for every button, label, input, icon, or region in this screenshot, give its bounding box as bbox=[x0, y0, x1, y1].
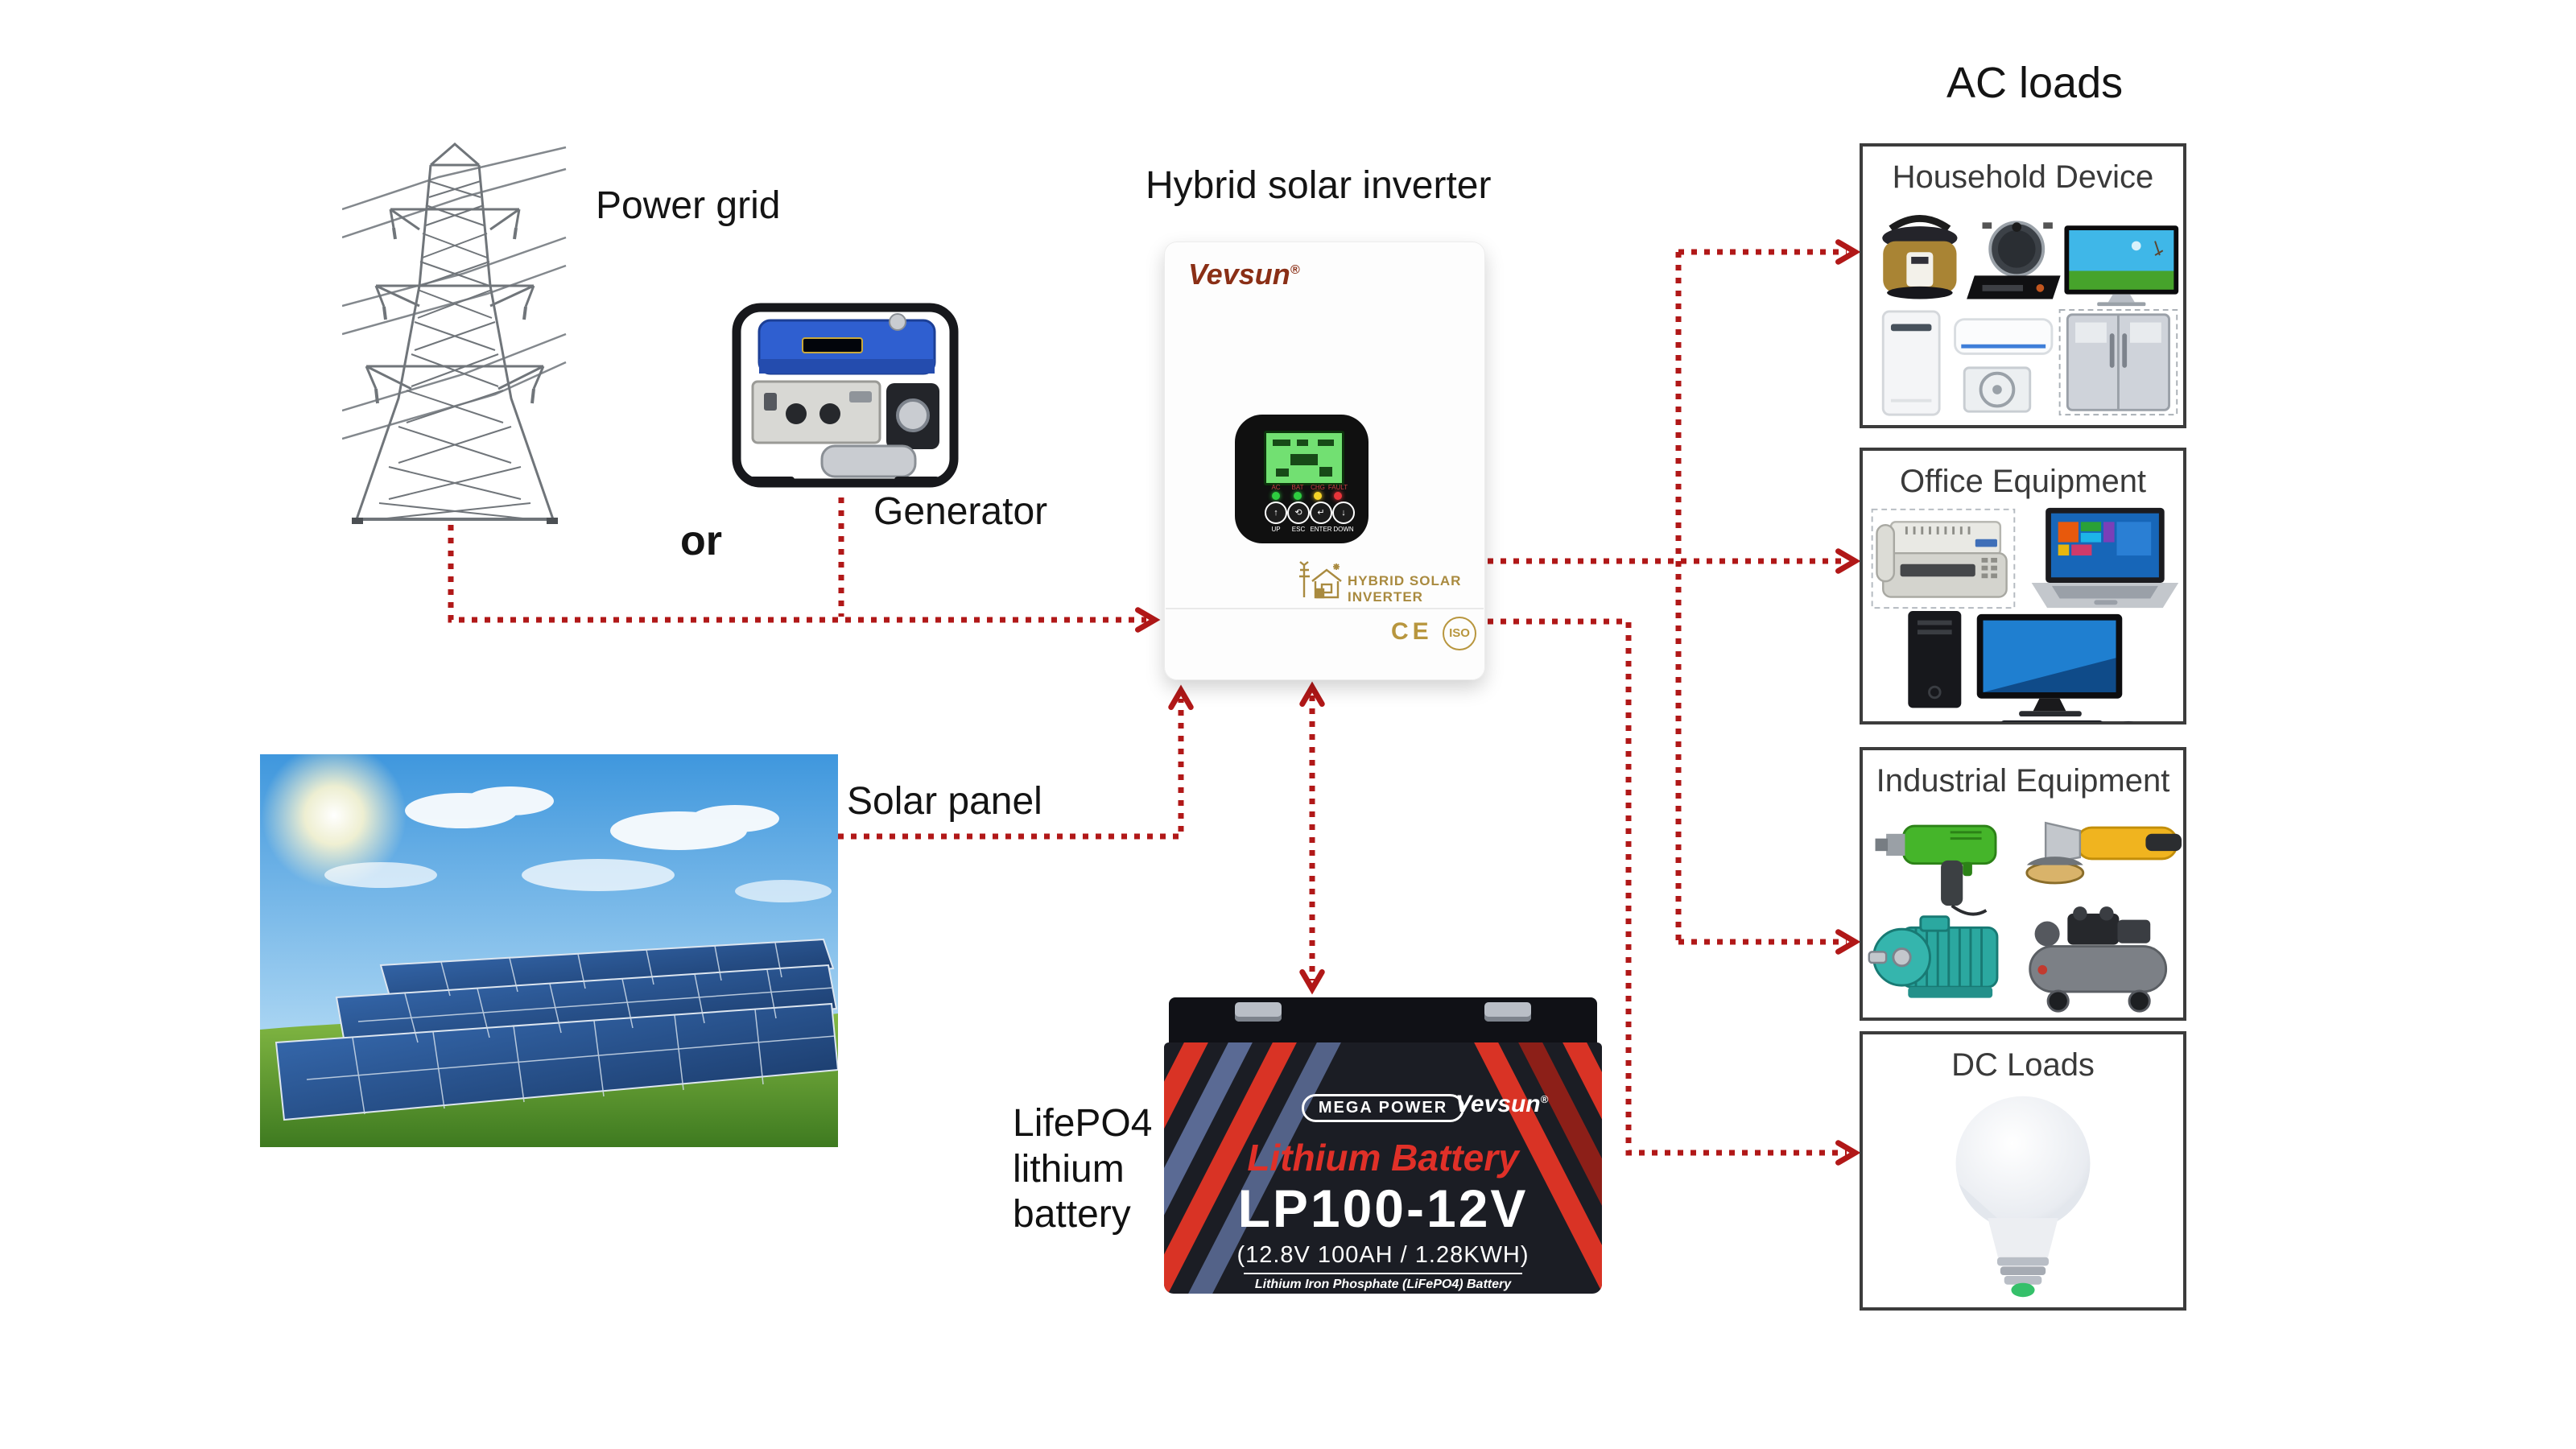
solar-house-icon bbox=[1299, 561, 1342, 599]
split-ac-icon bbox=[1954, 318, 2054, 413]
solar-panel-image bbox=[260, 754, 838, 1147]
dc-loads-title: DC Loads bbox=[1951, 1047, 2095, 1083]
battery-badge: MEGA POWER bbox=[1164, 1094, 1602, 1122]
fridge-icon bbox=[2058, 309, 2178, 416]
angle-grinder-icon bbox=[2025, 821, 2182, 885]
induction-cooker-icon bbox=[1967, 221, 2061, 299]
inverter-lcd-display bbox=[1264, 431, 1344, 485]
battery-lid bbox=[1169, 997, 1597, 1044]
down-button-label: DOWN bbox=[1333, 526, 1354, 533]
battery-product-name: Lithium Battery bbox=[1247, 1137, 1519, 1179]
office-equipment-icons bbox=[1871, 507, 2179, 736]
electric-motor-icon bbox=[1868, 915, 1999, 998]
led-label-bat: BAT bbox=[1291, 484, 1304, 491]
ce-mark: CE bbox=[1391, 618, 1433, 645]
enter-button-label: ENTER bbox=[1310, 526, 1332, 533]
household-device-icons bbox=[1881, 215, 2179, 416]
generator-label: Generator bbox=[873, 490, 1048, 533]
lithium-battery: MEGA POWER Vevsun® Lithium Battery LP100… bbox=[1164, 997, 1602, 1294]
battery-terminal-negative bbox=[1484, 1002, 1531, 1022]
generator-image bbox=[732, 303, 959, 488]
dc-loads-box: DC Loads bbox=[1860, 1031, 2186, 1311]
or-label: or bbox=[680, 518, 722, 564]
desktop-computer-icon bbox=[1908, 611, 2139, 736]
household-device-box: Household Device bbox=[1860, 143, 2186, 428]
industrial-equipment-title: Industrial Equipment bbox=[1876, 763, 2170, 799]
up-button-label: UP bbox=[1271, 526, 1281, 533]
office-equipment-box: Office Equipment bbox=[1860, 448, 2186, 736]
enter-button[interactable]: ↵ bbox=[1310, 502, 1332, 524]
fax-machine-icon bbox=[1871, 508, 2016, 609]
office-equipment-title: Office Equipment bbox=[1899, 464, 2147, 499]
inverter-control-panel: AC BAT CHG FAULT ↑ ⟲ ↵ ↓ UP ESC ENTER DO… bbox=[1235, 415, 1368, 543]
solar-panel-label: Solar panel bbox=[847, 780, 1042, 823]
drill-icon bbox=[1875, 824, 1997, 916]
esc-button[interactable]: ⟲ bbox=[1287, 502, 1310, 524]
power-grid-tower-image bbox=[342, 142, 567, 524]
standing-ac-icon bbox=[1881, 310, 1941, 416]
hybrid-inverter: Vevsun® AC BAT CHG FAULT ↑ ⟲ ↵ ↓ UP bbox=[1164, 242, 1485, 680]
battery-chemistry: Lithium Iron Phosphate (LiFePO4) Battery bbox=[1164, 1273, 1602, 1294]
battery-terminal-positive bbox=[1235, 1002, 1282, 1022]
inverter-title-label: Hybrid solar inverter bbox=[1146, 164, 1492, 207]
battery-label: LifePO4 lithium battery bbox=[1013, 1102, 1153, 1236]
led-ac bbox=[1272, 492, 1280, 500]
down-button[interactable]: ↓ bbox=[1332, 502, 1355, 524]
ac-loads-label: AC loads bbox=[1946, 59, 2124, 107]
inverter-brand-logo: Vevsun® bbox=[1188, 258, 1300, 291]
inverter-seam bbox=[1166, 608, 1484, 609]
wire-grid-to-inverter bbox=[448, 525, 1161, 633]
industrial-equipment-icons bbox=[1868, 821, 2182, 1013]
tv-icon bbox=[2064, 225, 2179, 307]
battery-spec: (12.8V 100AH / 1.28KWH) bbox=[1236, 1242, 1530, 1268]
inverter-tagline: HYBRID SOLAR INVERTER bbox=[1348, 573, 1462, 605]
laptop-icon bbox=[2031, 507, 2179, 609]
led-fault bbox=[1334, 492, 1342, 500]
esc-button-label: ESC bbox=[1291, 526, 1306, 533]
battery-model: LP100-12V bbox=[1237, 1179, 1529, 1238]
led-label-ac: AC bbox=[1271, 484, 1281, 491]
battery-brand-logo: Vevsun® bbox=[1455, 1091, 1549, 1117]
led-chg bbox=[1314, 492, 1322, 500]
battery-body: MEGA POWER Vevsun® Lithium Battery LP100… bbox=[1164, 1042, 1602, 1294]
led-label-fault: FAULT bbox=[1327, 484, 1348, 491]
air-compressor-icon bbox=[2029, 906, 2168, 1013]
power-grid-label: Power grid bbox=[596, 184, 781, 227]
pressure-cooker-icon bbox=[1882, 215, 1958, 299]
led-bat bbox=[1294, 492, 1302, 500]
up-button[interactable]: ↑ bbox=[1265, 502, 1287, 524]
industrial-equipment-box: Industrial Equipment bbox=[1860, 747, 2186, 1021]
household-device-title: Household Device bbox=[1892, 159, 2154, 195]
iso-mark: ISO bbox=[1443, 617, 1476, 650]
led-label-chg: CHG bbox=[1311, 484, 1325, 491]
dc-loads-icons bbox=[1955, 1096, 2091, 1298]
led-bulb-icon bbox=[1955, 1096, 2091, 1298]
